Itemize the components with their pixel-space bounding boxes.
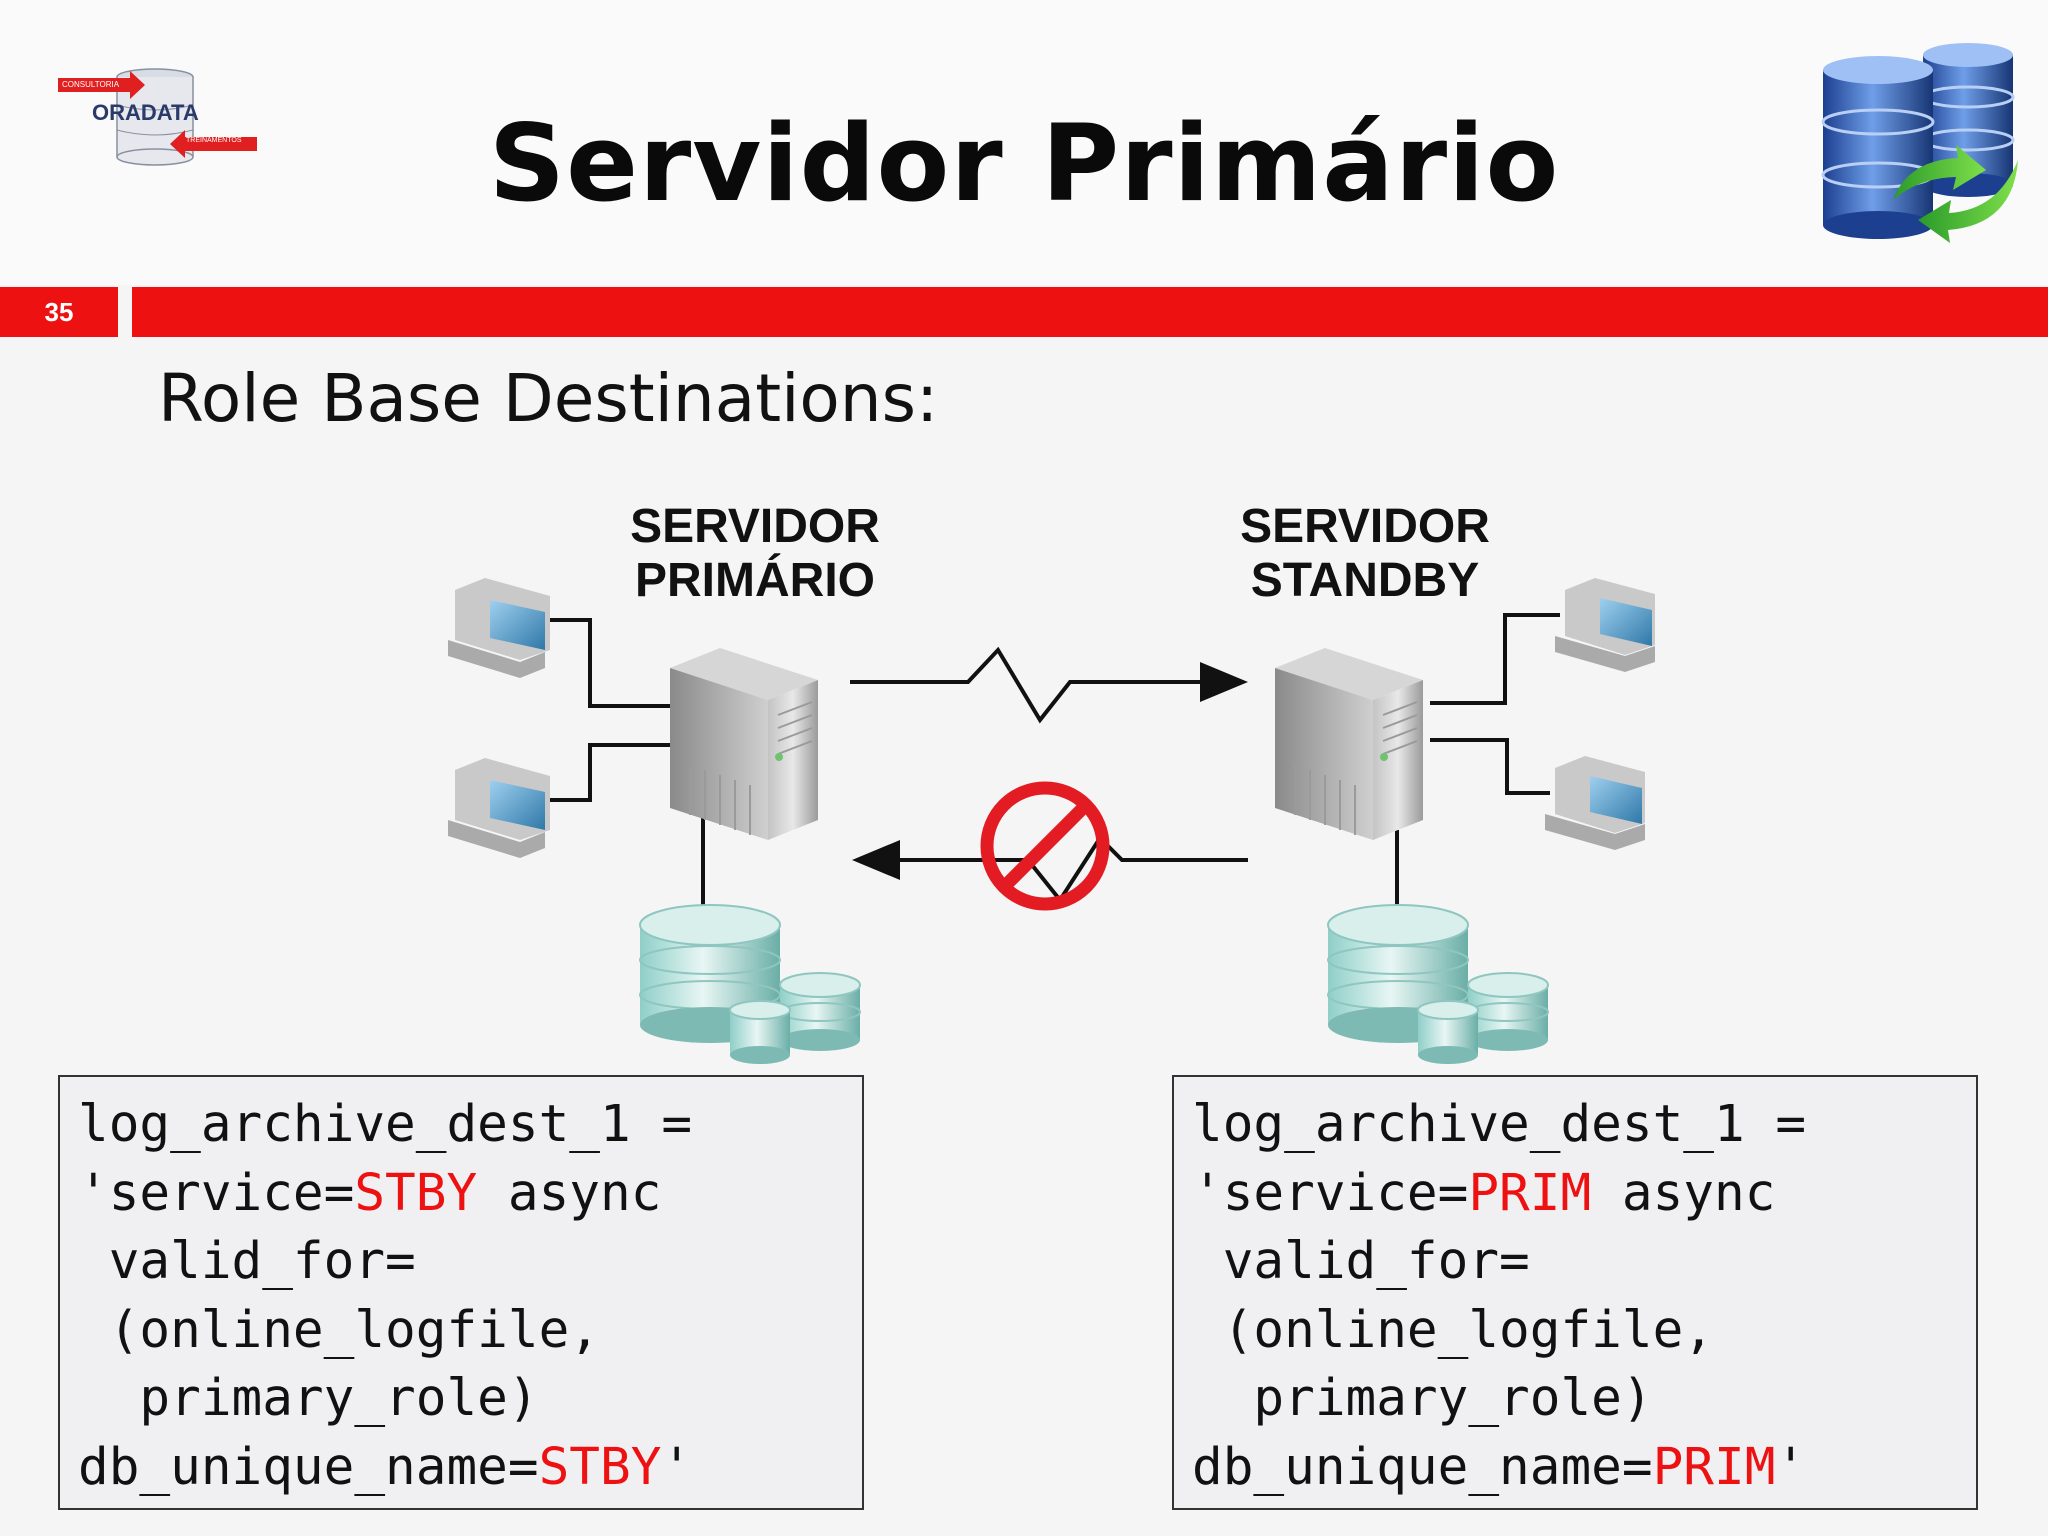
blocked-transport-arrow [852,834,1248,904]
client-computer-icon [448,578,550,678]
oradata-logo [58,68,257,166]
service-name-highlight: STBY [354,1163,478,1223]
code-line: 'service=STBY async [78,1163,662,1223]
slide-number-box [0,287,118,337]
slide-number: 35 [44,297,74,327]
primary-label-line1: SERVIDOR [630,500,880,553]
code-line: primary_role) [1192,1369,1653,1428]
unique-name-highlight: PRIM [1652,1437,1776,1497]
code-line: (online_logfile, [78,1300,600,1360]
primary-config-box: log_archive_dest_1 ='service=STBY async … [58,1075,864,1510]
primary-server-label: SERVIDOR PRIMÁRIO [600,500,910,608]
code-line: valid_for= [78,1232,416,1291]
standby-label-line1: SERVIDOR [1240,500,1490,553]
primary-server-icon [670,648,818,840]
code-line: 'service=PRIM async [1192,1163,1776,1223]
code-line: log_archive_dest_1 = [78,1095,693,1154]
standby-config-box: log_archive_dest_1 ='service=PRIM async … [1172,1075,1978,1510]
standby-client2-link [1430,738,1550,795]
header-red-bar [132,287,2048,337]
primary-label-line2: PRIMÁRIO [635,554,875,607]
code-line: valid_for= [1192,1232,1530,1291]
standby-label-line2: STANDBY [1250,554,1480,607]
redo-transport-arrow [850,646,1248,724]
header-background [0,0,2048,285]
standby-server-label: SERVIDOR STANDBY [1210,500,1520,608]
standby-server-icon [1275,648,1423,840]
code-line: primary_role) [78,1369,539,1428]
logo-treinamentos-text: TREINAMENTOS [186,137,242,144]
unique-name-highlight: STBY [538,1437,662,1497]
primary-client1-link [550,618,670,708]
subtitle: Role Base Destinations: [158,360,939,437]
standby-client1-link [1430,613,1560,705]
code-line: db_unique_name=PRIM' [1192,1437,1807,1497]
page-title: Servidor Primário [488,102,1560,225]
client-computer-icon [1545,756,1645,850]
code-line: (online_logfile, [1192,1300,1714,1360]
service-name-highlight: PRIM [1468,1163,1592,1223]
client-computer-icon [1555,578,1655,672]
database-disks-icon [1327,904,1549,1064]
prohibited-icon [980,781,1110,911]
code-line: db_unique_name=STBY' [78,1437,693,1497]
database-sync-icon [1821,43,2018,243]
code-line: log_archive_dest_1 = [1192,1095,1807,1154]
database-disks-icon [639,904,861,1064]
logo-name-text: ORADATA [92,100,199,125]
primary-client2-link [550,743,670,802]
client-computer-icon [448,758,550,858]
logo-consultoria-text: CONSULTORIA [62,80,120,89]
